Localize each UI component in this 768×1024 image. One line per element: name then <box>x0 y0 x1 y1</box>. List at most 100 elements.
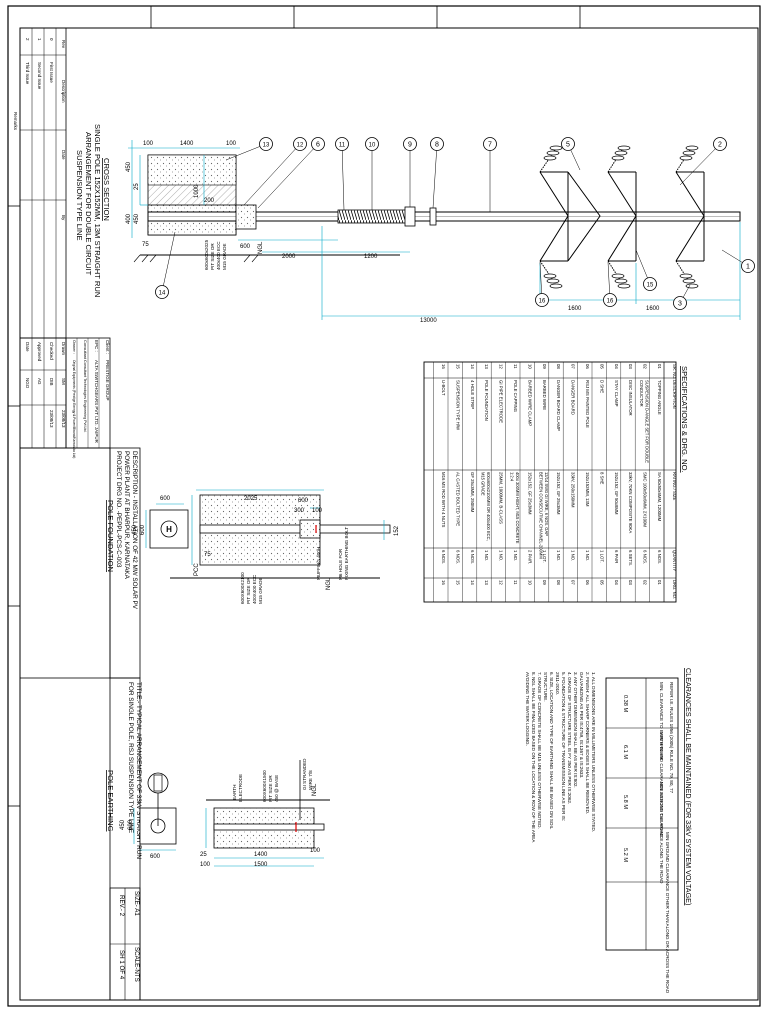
dim-13000: 13000 <box>420 318 437 324</box>
specifications-table: SPECIFICATIONS & DRG. NO. SR. NO.DESCRIP… <box>423 361 689 603</box>
spec-cell: STAY CLAMP <box>614 380 619 407</box>
earth-note2-2: WIRE 7/8 <box>308 770 313 790</box>
spec-cell: 13 <box>484 364 489 369</box>
note-line: 5. FOUNDATION & STRUCTURE OF TRANSMISSIO… <box>561 672 566 821</box>
spec-cell: 13 <box>484 580 489 585</box>
dim-1000: 1000 <box>194 184 200 198</box>
earth-electrode-2: ELECTRODE <box>238 774 243 802</box>
rev-row-2-desc: Third Issue <box>25 62 30 85</box>
cross-section-title: CROSS SECTION SINGLE POLE 152X152MM, 13M… <box>75 124 111 297</box>
spec-cell: 09 <box>542 580 547 585</box>
note-line: STRUCTURE. <box>543 672 548 702</box>
earth-dim-100b: 100 <box>310 848 321 854</box>
spec-cell: 2 PAIR. <box>527 550 532 565</box>
pcc-note-1: 600x600x2025 <box>204 239 209 270</box>
cross-arm-2 <box>607 149 637 284</box>
dim-400: 400 <box>126 213 132 224</box>
dimension-lines <box>128 140 741 320</box>
foundation-section-pole <box>199 524 391 534</box>
fdn-dim-100: 100 <box>312 508 323 514</box>
spec-header: SR. NO. <box>672 364 677 380</box>
spec-cell: SUSPENSION TYPE H/W <box>455 380 460 431</box>
spec-cell: 400x 300MM HIGHT, M15 CONCRETE <box>515 472 520 544</box>
earth-pit-top <box>147 154 237 186</box>
earth-electrode-1: EARTH <box>232 785 237 801</box>
fdn-dim-300: 300 <box>294 508 305 514</box>
spec-cell: 1 LOT. <box>599 550 604 563</box>
clearances-table: CLEARANCES SHALL BE MAINTAINED (FOR 33kV… <box>605 668 693 994</box>
callout-8: 8 <box>435 142 439 149</box>
spec-cell: 09 <box>542 364 547 369</box>
cs-title-line-4: SUSPENSION TYPE LINE <box>75 150 84 241</box>
description-line-3: PROJECT DRG NO. -PEPPL-PCS-C-003 <box>115 451 122 568</box>
spec-cell: 1 LOT. <box>542 550 547 563</box>
spec-cell: 6 NOS. <box>455 550 460 564</box>
pole-earthing: POLE EARTHING 450 600 600 25 100 1400 10… <box>106 758 330 868</box>
title-line-1: TITLE:- TYPICAL ARRANGEMENT OF 33kV STRA… <box>135 682 142 859</box>
sign-label-date: Date <box>25 342 30 352</box>
earth-dim-100: 100 <box>200 862 211 868</box>
spec-cell: 06 <box>585 580 590 585</box>
dimension-labels: 100 1400 100 450 25 1000 200 400 450 75 … <box>126 141 660 324</box>
note-line: AVOIDING THE WATER LOGGING. <box>525 672 530 746</box>
owner-label: Owner : <box>72 340 77 354</box>
earth-note1-2: PIT SIZE OR <box>268 775 273 802</box>
spec-cell: 1 NO. <box>585 550 590 561</box>
callout-15: 15 <box>647 283 654 289</box>
note-line: 2. FINISH: ALL SHARP CORNERS & EDGES SHA… <box>585 672 590 814</box>
spec-cell: DISC INSULATOR <box>628 380 633 416</box>
spec-cell: SUSPENSION D-ANGLE SET FOR DOUBLE <box>645 380 650 463</box>
outer-border <box>7 5 761 1007</box>
spec-cell: 6 NOS. <box>657 550 662 564</box>
spec-cell: BARBED WIRE CLAMP <box>527 380 532 426</box>
barbed-wire <box>337 209 411 224</box>
spec-cell: 08 <box>556 364 561 369</box>
sign-name-drawn: SM <box>61 378 66 385</box>
pcc-note-4: M15 GRADE <box>222 243 227 270</box>
earth-ngl: NGL <box>312 783 318 796</box>
fdn-dim-450: 450 <box>132 524 138 535</box>
rev-header-by: By <box>61 215 66 221</box>
sheet-label: SH 1 OF 4 <box>118 950 125 980</box>
spec-cell: 01 <box>657 364 662 369</box>
callout-12: 12 <box>297 143 304 149</box>
earth-note1-1: 600X600X1500 <box>262 770 267 802</box>
spec-cell: 10 <box>527 364 532 369</box>
dim-75: 75 <box>142 242 149 248</box>
epc-label: EPC : <box>94 340 99 352</box>
spec-cell: 03 <box>628 580 633 585</box>
clear-h3: MIN GROUND CLEARANCE ALONG THE ROAD <box>659 782 664 884</box>
foundation-title: POLE FOUNDATION <box>106 500 115 572</box>
specs-title: SPECIFICATIONS & DRG. NO. <box>680 366 689 473</box>
dim-100b: 100 <box>226 141 237 147</box>
ngl-hatch <box>133 254 259 263</box>
pole-foundation: POLE FOUNDATION H 600 2025 600 300 100 1… <box>106 489 400 604</box>
pcc-note-2: PIT SIZE OR <box>210 243 215 270</box>
spec-cell: 05 <box>599 364 604 369</box>
rev-header-date: Date <box>61 150 66 160</box>
spec-cell: U-BOLT <box>441 380 446 396</box>
note-line: 4. GRADE OF STRUCTURE STEEL IS FY 250 AS… <box>567 672 572 804</box>
spec-cell: 11 <box>513 364 518 369</box>
spec-cell: 15 <box>455 364 460 369</box>
spec-cell: 1 NO. <box>484 550 489 561</box>
clear-v2: 6.1 M <box>622 745 628 759</box>
dim-450b: 450 <box>134 213 140 224</box>
callout-14: 14 <box>159 291 166 297</box>
earthing-title: POLE EARTHING <box>106 770 115 832</box>
earth-note1-3: 450 @ BASE <box>274 775 279 802</box>
spec-cell: DANGER BOARD <box>571 380 576 415</box>
dim-1600a: 1600 <box>568 306 582 312</box>
callouts: 2 1 3 5 7 8 9 10 11 6 12 13 14 <box>155 137 755 310</box>
spec-cell: 6 SETS. <box>628 550 633 566</box>
spec-cell: 12 <box>499 580 504 585</box>
note-line: 7. GRADE OF CONCRETE SHALL BE M15 UNLESS… <box>537 672 542 829</box>
fdn-note1-1: M6 HOLE FOR <box>338 548 343 580</box>
spec-cell: 6 NOS. <box>643 550 648 564</box>
dim-1400a: 1400 <box>180 141 194 147</box>
dim-25: 25 <box>134 183 140 190</box>
notes: 1. ALL DIMENSIONS ARE IN MILLIMETERS UNL… <box>525 672 596 843</box>
spec-cell: RSJ MS PAINTED POLE <box>585 380 590 428</box>
earth-dim-450: 450 <box>120 819 126 830</box>
